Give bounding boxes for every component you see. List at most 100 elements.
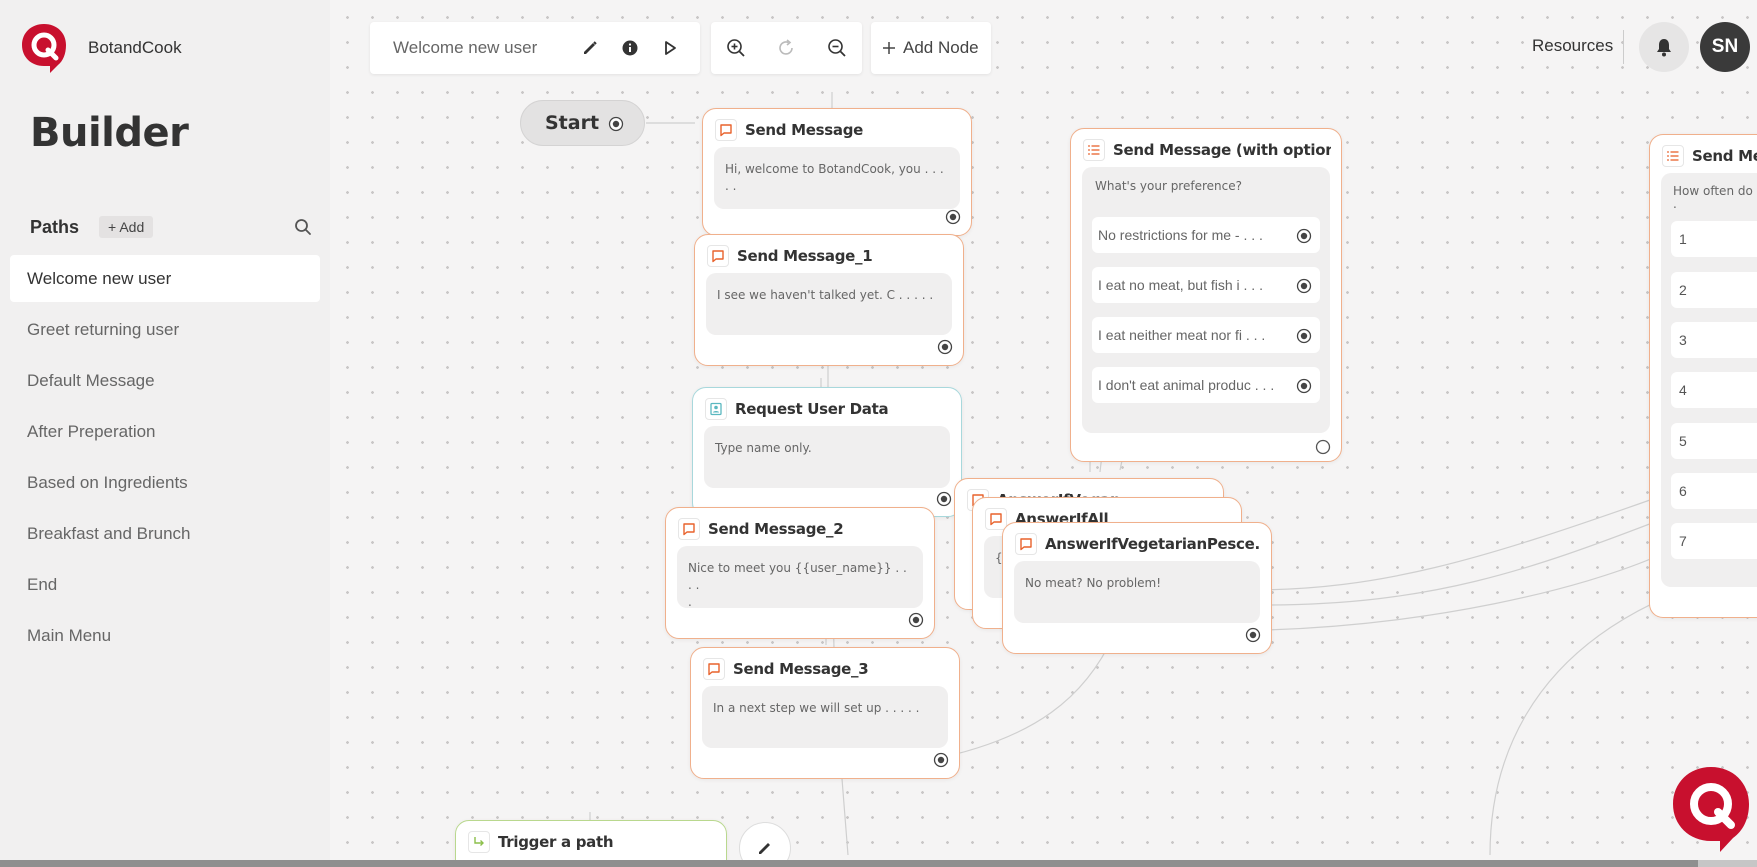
sidebar-item-end[interactable]: End [27, 575, 58, 594]
sidebar-item-greet-returning-user[interactable]: Greet returning user [27, 320, 180, 339]
reset-zoom-icon[interactable] [766, 28, 806, 68]
message-icon [715, 119, 737, 141]
option-item[interactable]: I eat no meat, but fish i . . . [1092, 267, 1320, 303]
option-item[interactable]: No restrictions for me - . . . [1092, 217, 1320, 253]
list-icon [1662, 145, 1684, 167]
node-title: Send Me [1692, 147, 1757, 165]
option-item[interactable]: 2 [1671, 272, 1757, 308]
node-send-message-2[interactable]: Send Message_2 Nice to meet you {{user_n… [665, 507, 935, 639]
plus-icon [883, 42, 895, 54]
option-item[interactable]: 3 [1671, 322, 1757, 358]
avatar[interactable]: SN [1700, 22, 1750, 72]
node-title: Send Message_1 [737, 247, 873, 265]
zoom-in-icon[interactable] [716, 28, 756, 68]
connector-handle-icon[interactable] [1296, 328, 1312, 344]
option-item[interactable]: 5 [1671, 423, 1757, 459]
node-message-preview: Hi, welcome to BotandCook, you . . . . . [714, 147, 960, 209]
pencil-icon[interactable] [570, 28, 610, 68]
message-icon [707, 245, 729, 267]
connector-handle-icon[interactable] [1296, 378, 1312, 394]
node-title: Send Message (with option... [1113, 141, 1331, 159]
node-title: Trigger a path [498, 833, 614, 851]
option-item[interactable]: 4 [1671, 372, 1757, 408]
connector-handle-icon[interactable] [608, 116, 624, 132]
user-data-icon [705, 398, 727, 420]
node-title: AnswerIfVegetarianPesce... [1045, 535, 1261, 553]
brand-name: BotandCook [88, 38, 182, 57]
connector-handle-icon[interactable] [937, 339, 953, 355]
redirect-arrow-icon [468, 831, 490, 853]
path-toolbar: Welcome new user [370, 22, 700, 74]
option-item[interactable]: 1 [1671, 221, 1757, 257]
chat-widget-icon[interactable] [1670, 764, 1752, 854]
search-icon[interactable] [294, 218, 312, 236]
pencil-icon [759, 843, 770, 854]
node-title: Send Message_3 [733, 660, 869, 678]
message-icon [1015, 533, 1037, 555]
sidebar-item-welcome-new-user[interactable]: Welcome new user [10, 255, 320, 302]
scrollbar-thumb[interactable] [0, 860, 1698, 867]
path-list: Welcome new user Greet returning user De… [10, 255, 320, 663]
node-title: Request User Data [735, 400, 889, 418]
brand[interactable]: BotandCook [20, 22, 182, 74]
node-send-message-3[interactable]: Send Message_3 In a next step we will se… [690, 647, 960, 779]
options-container: What's your preference? No restrictions … [1082, 167, 1330, 433]
connector-handle-icon[interactable] [1296, 228, 1312, 244]
option-label: I eat neither meat nor fi . . . [1098, 327, 1266, 343]
connector-handle-icon[interactable] [936, 491, 952, 507]
page-title: Builder [30, 110, 189, 156]
bell-icon [1657, 39, 1671, 57]
node-message-preview: Type name only. [704, 426, 950, 488]
node-send-message[interactable]: Send Message Hi, welcome to BotandCook, … [702, 108, 972, 236]
sidebar-item-default-message[interactable]: Default Message [27, 371, 155, 390]
node-send-message-with-options[interactable]: Send Message (with option... What's your… [1070, 128, 1342, 462]
info-icon[interactable] [610, 28, 650, 68]
sidebar-item-based-on-ingredients[interactable]: Based on Ingredients [27, 473, 188, 492]
zoom-out-icon[interactable] [817, 28, 857, 68]
add-path-button[interactable]: + Add [99, 216, 154, 238]
notifications-button[interactable] [1639, 22, 1689, 72]
option-label: I don't eat animal produc . . . [1098, 377, 1275, 393]
connector-handle-icon[interactable] [1296, 278, 1312, 294]
option-label: I eat no meat, but fish i . . . [1098, 277, 1263, 293]
zoom-toolbar [711, 22, 862, 74]
connector-handle-icon[interactable] [1245, 627, 1261, 643]
options-container: How often do . 1 2 3 4 5 6 7 [1661, 173, 1757, 587]
list-icon [1083, 139, 1105, 161]
play-icon[interactable] [650, 28, 690, 68]
connector-handle-icon[interactable] [945, 209, 961, 225]
horizontal-scrollbar[interactable] [0, 860, 1757, 867]
options-question: How often do . [1673, 184, 1753, 212]
node-send-message-right[interactable]: Send Me How often do . 1 2 3 4 5 6 7 [1649, 134, 1757, 618]
empty-connector-handle-icon[interactable] [1315, 439, 1331, 455]
path-title[interactable]: Welcome new user [393, 38, 538, 57]
resources-link[interactable]: Resources [1532, 36, 1614, 55]
option-item[interactable]: 7 [1671, 523, 1757, 559]
connector-handle-icon[interactable] [933, 752, 949, 768]
node-request-user-data[interactable]: Request User Data Type name only. [692, 387, 962, 517]
sidebar-item-after-preperation[interactable]: After Preperation [27, 422, 156, 441]
option-item[interactable]: I don't eat animal produc . . . [1092, 367, 1320, 403]
edit-button[interactable] [739, 822, 791, 867]
option-item[interactable]: 6 [1671, 473, 1757, 509]
node-answer-if-vegetarian-pescetarian[interactable]: AnswerIfVegetarianPesce... No meat? No p… [1002, 522, 1272, 654]
message-icon [678, 518, 700, 540]
connector-handle-icon[interactable] [908, 612, 924, 628]
node-title: Send Message_2 [708, 520, 844, 538]
node-message-preview: In a next step we will set up . . . . . [702, 686, 948, 748]
node-send-message-1[interactable]: Send Message_1 I see we haven't talked y… [694, 234, 964, 366]
add-node-button[interactable]: Add Node [871, 22, 991, 74]
option-item[interactable]: I eat neither meat nor fi . . . [1092, 317, 1320, 353]
node-message-preview: I see we haven't talked yet. C . . . . . [706, 273, 952, 335]
node-trigger-path[interactable]: Trigger a path [455, 820, 727, 860]
message-icon [985, 508, 1007, 530]
sidebar-item-main-menu[interactable]: Main Menu [27, 626, 112, 645]
flow-canvas[interactable]: Welcome new user Add Node Start [330, 0, 1757, 860]
sidebar: BotandCook Builder Paths + Add Welcome n… [0, 0, 330, 867]
logo-icon [22, 24, 66, 73]
start-label: Start [545, 112, 600, 134]
message-icon [703, 658, 725, 680]
node-message-preview: Nice to meet you {{user_name}} . . . . . [677, 546, 923, 609]
start-node[interactable]: Start [520, 100, 645, 146]
sidebar-item-breakfast-and-brunch[interactable]: Breakfast and Brunch [27, 524, 191, 543]
